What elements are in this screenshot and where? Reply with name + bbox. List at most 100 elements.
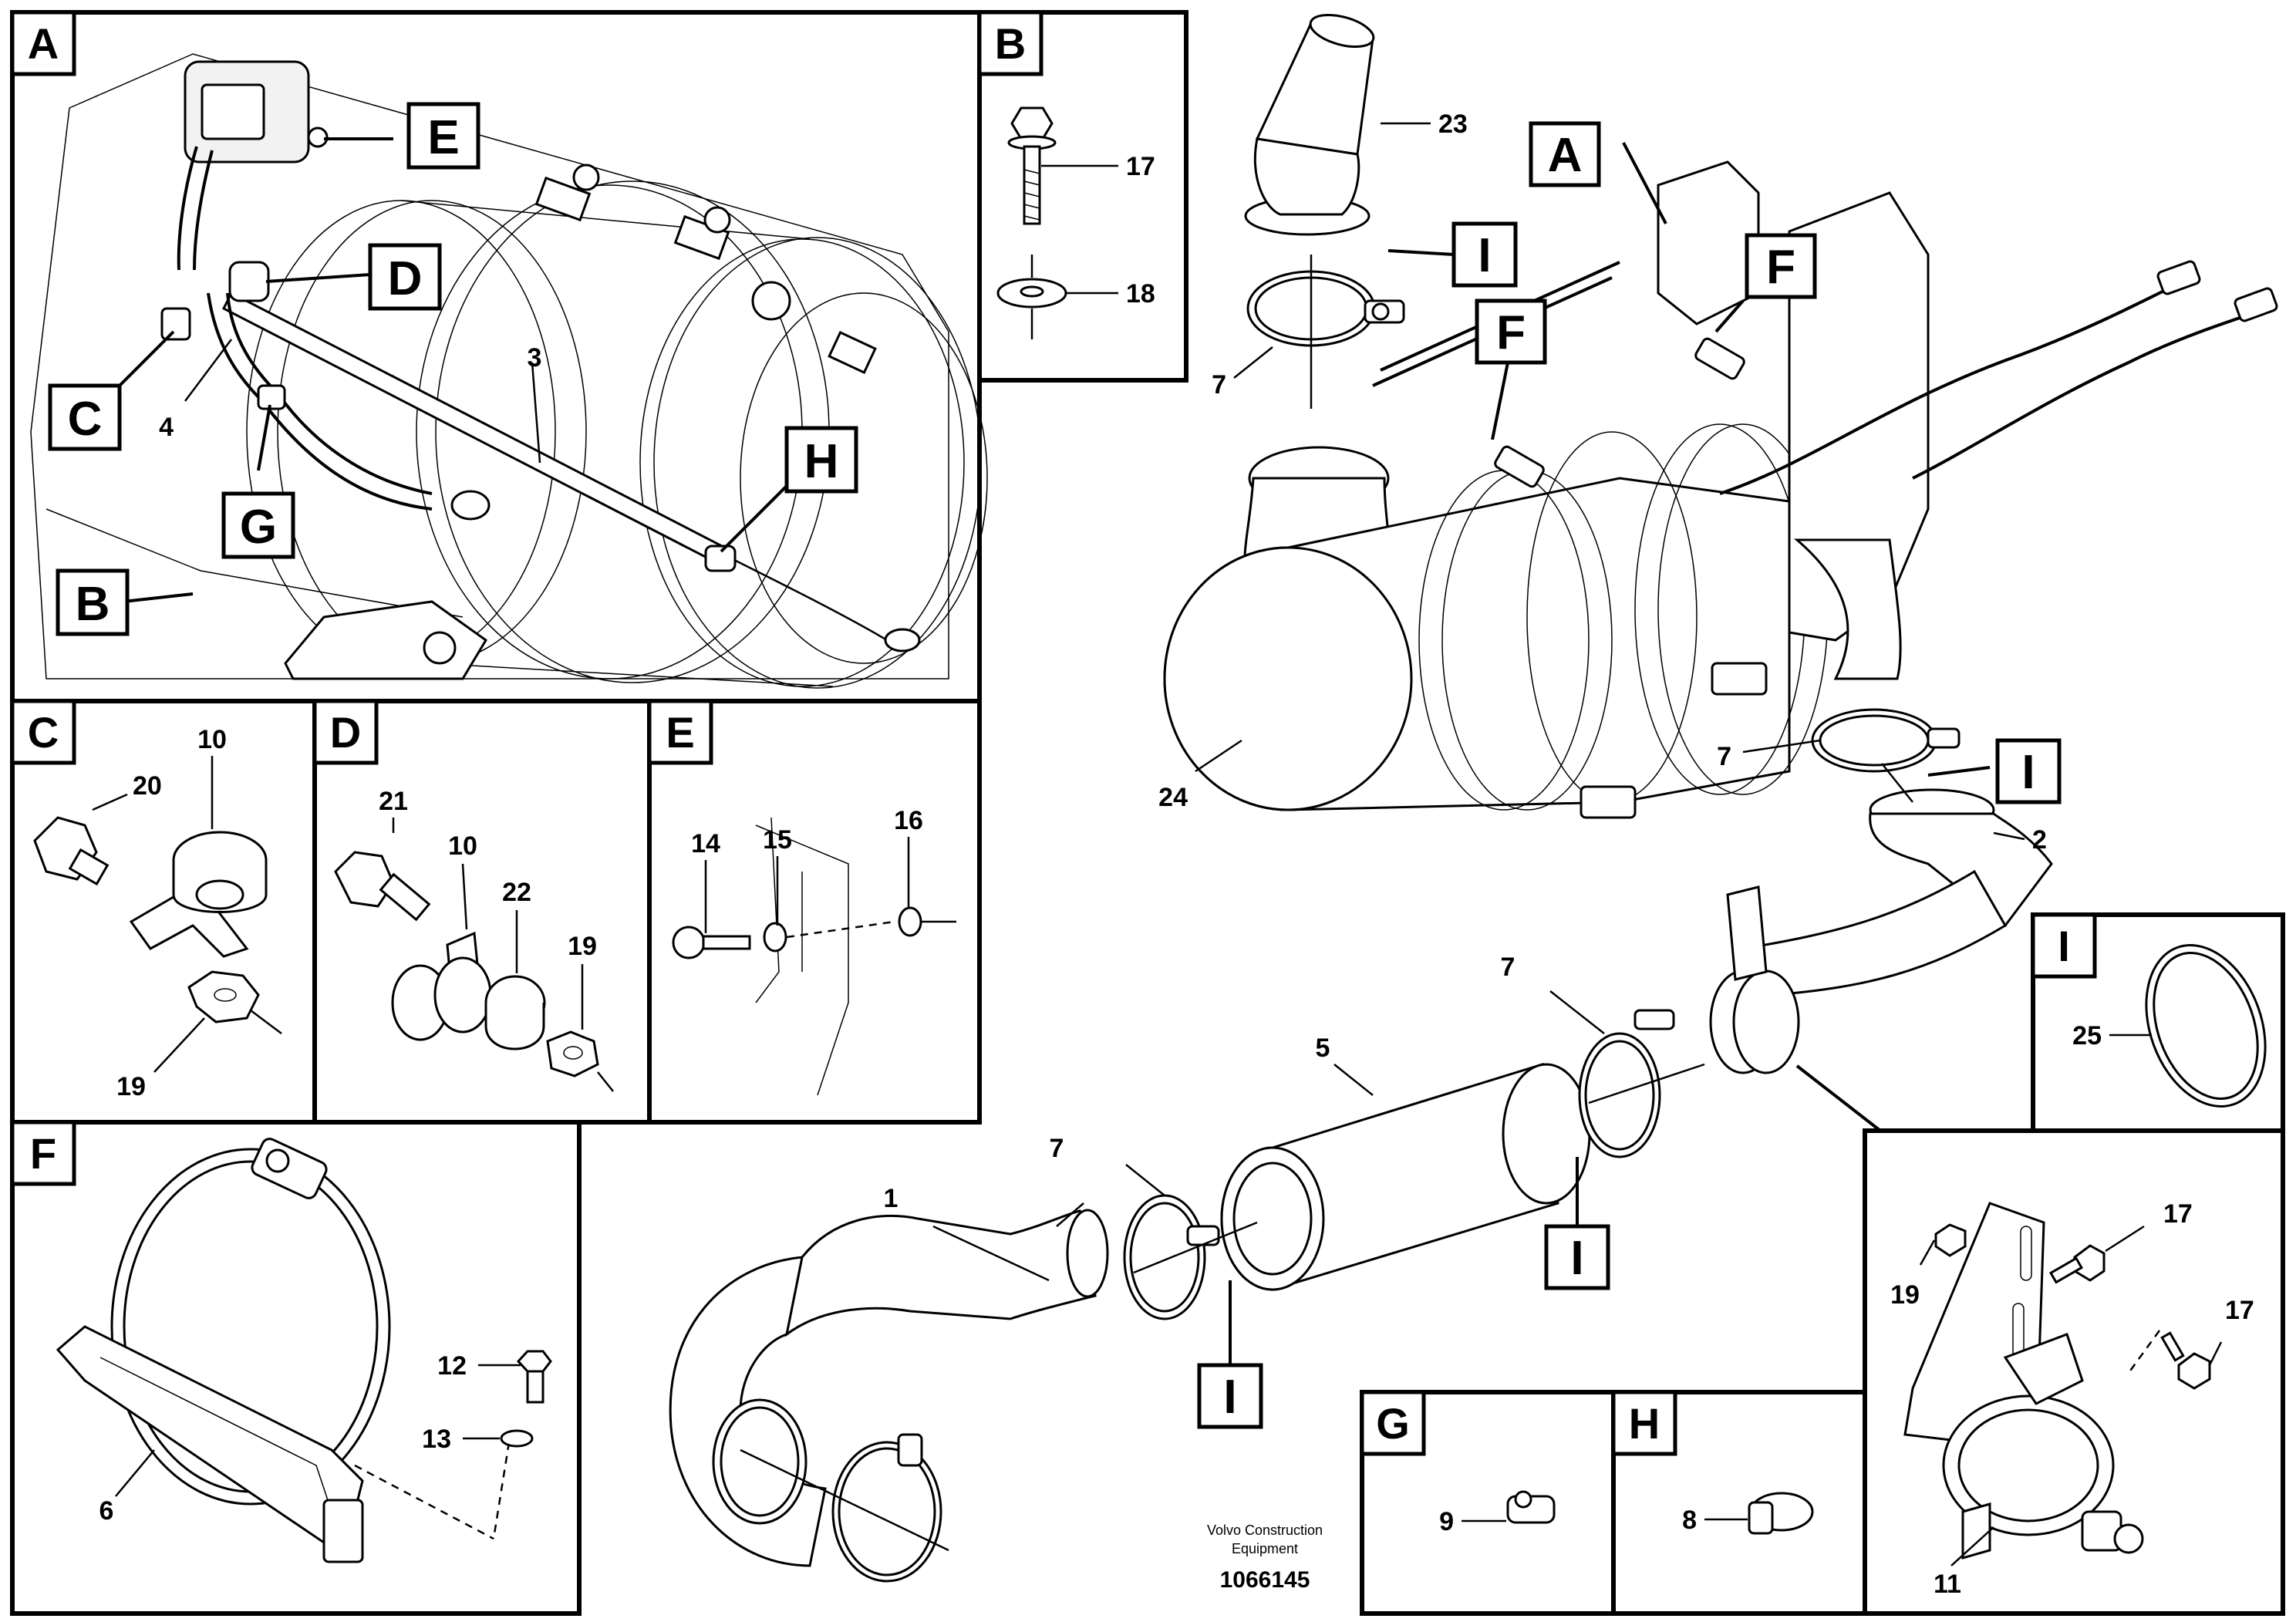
callout-tag-f-right: F: [1766, 241, 1795, 294]
panel-b-artwork: 17 18: [996, 106, 1155, 339]
nut-19-d: [546, 1030, 599, 1077]
panel-label-c: C: [28, 708, 59, 757]
leader-2: [1993, 831, 2025, 841]
part-number-18: 18: [1126, 279, 1155, 309]
brand-line-2: Equipment: [1232, 1541, 1298, 1556]
part-number-15: 15: [763, 825, 792, 855]
part-number-13: 13: [422, 1425, 451, 1454]
panel-label-g: G: [1376, 1399, 1410, 1448]
leader-1: [932, 1225, 1050, 1282]
part-number-19-c: 19: [116, 1072, 146, 1101]
bolt-17-head: [1010, 106, 1054, 140]
callout-tag-g: G: [240, 501, 277, 554]
part-number-7-pipe1: 7: [1050, 1134, 1064, 1163]
panel-h-artwork: 8: [1682, 1492, 1814, 1535]
panel-label-i: I: [2058, 922, 2070, 970]
sensor-bracket-a: [1657, 160, 1760, 325]
brand-line-1: Volvo Construction: [1207, 1523, 1323, 1538]
callout-tag-a-main: A: [1548, 129, 1583, 182]
nut-16: [898, 906, 922, 937]
part-number-16: 16: [894, 806, 923, 835]
part-number-7-top: 7: [1212, 370, 1226, 400]
part-number-22: 22: [502, 878, 531, 907]
callout-tag-b: B: [76, 578, 110, 631]
part-number-17-bracket-a: 17: [2163, 1199, 2193, 1229]
callout-tag-c: C: [68, 393, 103, 446]
leader-24: [1195, 739, 1242, 773]
panel-label-f: F: [30, 1129, 56, 1178]
footer: Volvo Construction Equipment 1066145: [1207, 1523, 1323, 1593]
callout-tag-f-left: F: [1496, 306, 1526, 359]
callout-tag-i-pipe5: I: [1570, 1232, 1583, 1285]
part-number-21: 21: [379, 787, 408, 816]
part-number-1: 1: [884, 1184, 899, 1213]
leader-3: [531, 362, 541, 464]
pipe-3: [221, 291, 727, 565]
panel-c-artwork: 20 10 19: [33, 725, 282, 1101]
panel-a-artwork: [30, 53, 988, 689]
panel-corner-labels: A B C D E F G H I: [10, 10, 2097, 1456]
panel-d-artwork: 21 10 22 19: [334, 787, 614, 1092]
bracket-panel-leader: [1795, 1064, 1882, 1132]
panel-f-frame: [10, 1120, 582, 1616]
leader-4: [184, 339, 232, 402]
part-number-20: 20: [133, 771, 162, 801]
callout-tag-i-outlet: I: [2021, 746, 2035, 799]
document-number: 1066145: [1220, 1567, 1310, 1593]
part-number-8: 8: [1682, 1506, 1697, 1535]
bolt-21-head: [334, 851, 395, 908]
part-number-24: 24: [1158, 783, 1188, 812]
panel-label-b: B: [995, 19, 1026, 68]
part-number-25: 25: [2072, 1021, 2102, 1050]
panel-label-e: E: [666, 708, 694, 757]
part-number-9: 9: [1439, 1507, 1454, 1536]
panel-label-a: A: [28, 19, 59, 68]
panel-g-artwork: 9: [1439, 1490, 1556, 1536]
part-number-5: 5: [1316, 1034, 1330, 1063]
panel-i-artwork: 25: [2072, 944, 2267, 1108]
main-assembly: 23 7 24 1 7 5 7 7 2 A I F F I I I: [669, 13, 2278, 1583]
panel-frames: [10, 10, 2285, 1616]
leader-7-pipe1: [1125, 1164, 1165, 1196]
pipe-1: [784, 1209, 1097, 1337]
screw-14: [672, 926, 706, 959]
part-number-17-b: 17: [1126, 152, 1155, 181]
part-number-14: 14: [691, 829, 720, 858]
callout-tag-h: H: [804, 435, 839, 488]
washer-15: [763, 922, 787, 953]
part-number-6: 6: [99, 1496, 114, 1526]
part-number-7-outlet: 7: [1717, 742, 1731, 771]
part-number-10-d: 10: [448, 831, 477, 861]
part-number-3: 3: [528, 343, 542, 373]
panel-bracket-frame: [1863, 1128, 2285, 1616]
clip-d-art: [228, 261, 270, 302]
callout-tag-i-pipe1: I: [1223, 1371, 1236, 1424]
part-number-2: 2: [2032, 825, 2047, 855]
part-number-12: 12: [437, 1351, 467, 1381]
leader-5: [1333, 1064, 1374, 1096]
callout-tag-i-top: I: [1478, 229, 1491, 282]
panel-label-d: D: [330, 708, 361, 757]
bracket-panel-artwork: 17 17 19 11: [1890, 1199, 2254, 1599]
part-number-7-pipe5: 7: [1501, 953, 1515, 982]
nut-19-c: [187, 970, 260, 1023]
panel-a-callouts: E D C G H B 4 3: [48, 102, 858, 636]
leader-7-outlet: [1742, 739, 1821, 754]
panel-f-artwork: 12 13 6: [56, 1138, 552, 1563]
panel-e-artwork: 14 15 16: [672, 806, 956, 1096]
part-number-4: 4: [159, 413, 174, 442]
panel-e-frame: [647, 699, 982, 1125]
part-number-10-c: 10: [197, 725, 227, 754]
part-number-23: 23: [1438, 110, 1468, 139]
leader-7-pipe5: [1549, 990, 1605, 1034]
part-number-17-bracket-b: 17: [2225, 1296, 2254, 1325]
part-number-11: 11: [1934, 1570, 1961, 1599]
callout-tag-d: D: [388, 252, 423, 305]
part-number-19-d: 19: [568, 932, 597, 961]
part-number-19-bracket: 19: [1890, 1280, 1920, 1310]
saddle-bracket-6: [56, 1325, 364, 1544]
panel-label-h: H: [1629, 1399, 1660, 1448]
callout-tag-e: E: [427, 111, 459, 164]
panel-b-frame: [977, 10, 1188, 383]
